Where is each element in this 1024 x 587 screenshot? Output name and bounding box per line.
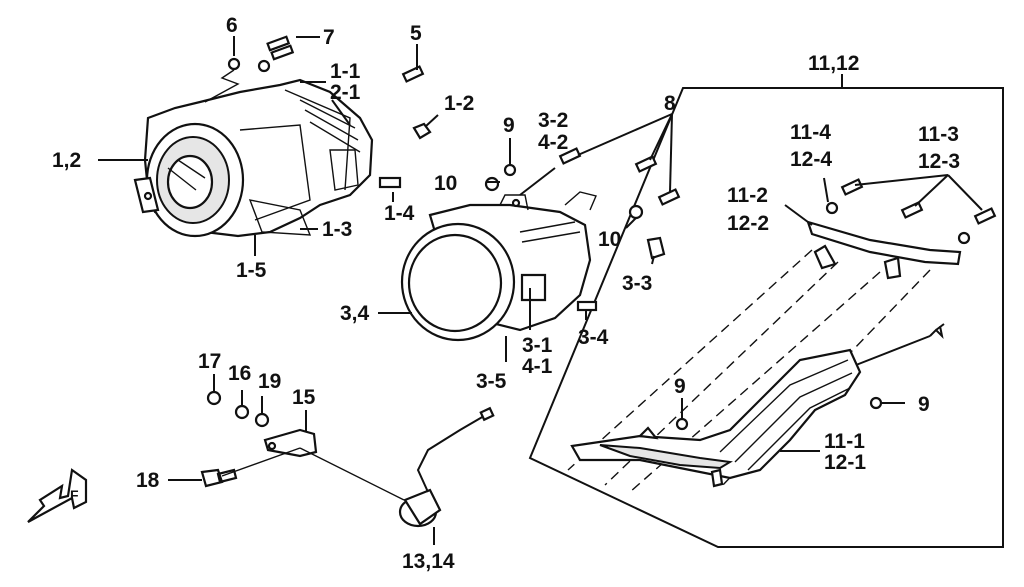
label-4-2: 4-2 — [538, 131, 568, 154]
label-10-b: 10 — [598, 228, 621, 251]
label-7: 7 — [323, 26, 335, 49]
washer-10-a — [484, 176, 500, 192]
label-11-2: 11-2 — [727, 184, 768, 207]
headlight-assembly-3-4 — [400, 191, 597, 342]
label-15: 15 — [292, 386, 316, 409]
label-3-4: 3-4 — [578, 326, 609, 349]
label-18: 18 — [136, 469, 160, 492]
connector-3-3 — [646, 236, 666, 260]
label-11-1: 11-1 — [824, 430, 865, 453]
bolts-11-3 — [840, 178, 997, 225]
label-16: 16 — [228, 362, 251, 385]
washer-11-4 — [825, 201, 839, 215]
label-9-c: 9 — [918, 393, 930, 416]
label-3-1: 3-1 — [522, 334, 553, 357]
label-12-1: 12-1 — [824, 451, 866, 474]
label-1-5: 1-5 — [236, 259, 267, 282]
label-5: 5 — [410, 22, 422, 45]
screws-6-7 — [204, 35, 295, 103]
side-cover-11-1 — [570, 323, 945, 488]
washer-12-3 — [957, 231, 971, 245]
label-9-b: 9 — [674, 375, 686, 398]
label-3-2: 3-2 — [538, 109, 568, 132]
headlight-assembly-1-2 — [133, 78, 374, 238]
bolt-1-4 — [378, 176, 402, 189]
screw-9-right — [869, 396, 883, 410]
detail-box-outline — [528, 87, 1004, 548]
bolt-5 — [401, 65, 425, 83]
washer-10-b — [628, 204, 644, 220]
label-8: 8 — [664, 92, 676, 115]
washer-16 — [234, 404, 250, 420]
label-19: 19 — [258, 370, 281, 393]
washer-19 — [254, 412, 270, 428]
label-3-5: 3-5 — [476, 370, 507, 393]
bracket-11-2 — [806, 220, 962, 280]
label-12-4: 12-4 — [790, 148, 832, 171]
label-3-3: 3-3 — [622, 272, 652, 295]
label-4-1: 4-1 — [522, 355, 553, 378]
label-11-3: 11-3 — [918, 123, 959, 146]
label-13-14: 13,14 — [402, 550, 455, 573]
part-labels: 6 7 5 1-1 2-1 1-2 1,2 9 3-2 4-2 8 11,12 … — [52, 14, 960, 573]
leader-lines — [98, 36, 983, 545]
label-17: 17 — [198, 350, 221, 373]
label-2-1: 2-1 — [330, 81, 361, 104]
washer-9-a — [503, 163, 517, 177]
label-1-4: 1-4 — [384, 202, 415, 225]
label-10-a: 10 — [434, 172, 457, 195]
label-11-12: 11,12 — [808, 52, 859, 75]
label-3-4-left: 3,4 — [340, 302, 370, 325]
screw-9-cover — [675, 417, 689, 431]
label-12-2: 12-2 — [727, 212, 769, 235]
turn-signal-13-14 — [398, 406, 495, 528]
front-marker-label: F — [70, 487, 79, 503]
bolts-8 — [558, 147, 681, 206]
label-1-3: 1-3 — [322, 218, 352, 241]
label-1-2-left: 1,2 — [52, 149, 81, 172]
front-direction-arrow-icon: F — [27, 468, 88, 523]
label-1-2-top: 1-2 — [444, 92, 474, 115]
label-12-3: 12-3 — [918, 150, 960, 173]
label-9-a: 9 — [503, 114, 515, 137]
label-6: 6 — [226, 14, 238, 37]
nut-17 — [206, 390, 222, 406]
screw-1-2 — [412, 122, 432, 140]
label-1-1: 1-1 — [330, 60, 361, 83]
label-11-4: 11-4 — [790, 121, 831, 144]
bolt-3-4 — [576, 300, 598, 312]
